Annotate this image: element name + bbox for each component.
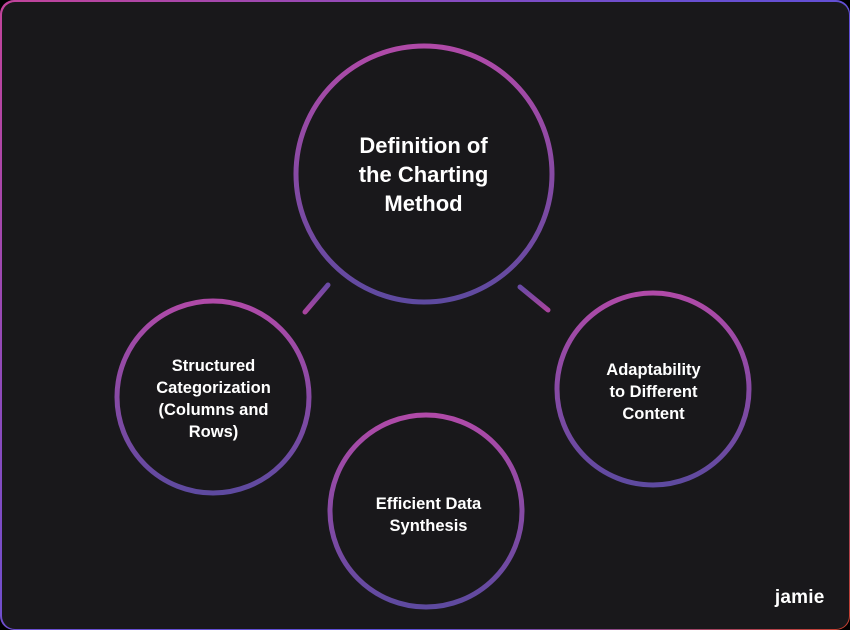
connector-left: [302, 282, 330, 314]
node-right-label: Adaptability to Different Content: [606, 360, 701, 423]
node-bottom-label: Efficient Data Synthesis: [375, 494, 482, 535]
connector-right: [517, 284, 550, 312]
node-center-circle: [293, 43, 554, 304]
node-left-circle: [114, 298, 311, 495]
brand-logo: jamie: [774, 586, 825, 608]
node-center-label: Definition of the Charting Method: [358, 132, 489, 216]
node-bottom-circle: [327, 412, 524, 609]
node-right-circle: [554, 290, 751, 487]
node-left-label: Structured Categorization (Columns and R…: [156, 357, 271, 441]
